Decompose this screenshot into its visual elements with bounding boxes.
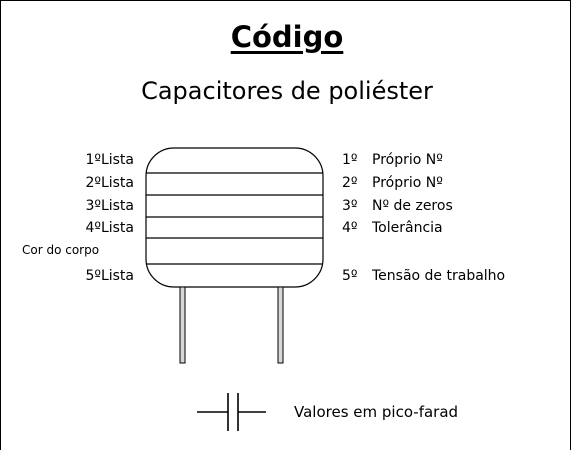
right-label-number: 4º [342, 220, 358, 236]
right-label-number: 1º [342, 152, 358, 168]
right-label-text: Tolerância [372, 220, 443, 236]
left-label-3: 3ºLista [85, 198, 134, 214]
left-label-4: 4ºLista [85, 220, 134, 236]
right-label-text: Tensão de trabalho [372, 268, 506, 284]
left-label-2: 2ºLista [85, 175, 134, 191]
right-label-4: 4º Tolerância [342, 220, 443, 236]
right-label-1: 1º Próprio Nº [342, 152, 443, 168]
right-label-text: Próprio Nº [372, 152, 443, 168]
capacitor-symbol-icon [197, 393, 266, 431]
right-label-2: 2º Próprio Nº [342, 175, 443, 191]
body-color-label: Cor do corpo [22, 243, 100, 257]
page-title: Código [230, 20, 344, 54]
right-label-3: 3º Nº de zeros [342, 198, 453, 214]
capacitor-lead-right [277, 286, 284, 364]
right-label-text: Próprio Nº [372, 175, 443, 191]
symbol-note: Valores em pico-farad [294, 403, 459, 421]
right-label-text: Nº de zeros [372, 198, 453, 214]
left-label-1: 1ºLista [85, 152, 134, 168]
right-label-number: 5º [342, 268, 358, 284]
right-label-number: 2º [342, 175, 358, 191]
right-label-5: 5º Tensão de trabalho [342, 268, 505, 284]
capacitor-lead-left [179, 286, 186, 364]
left-label-5: 5ºLista [85, 268, 134, 284]
page-subtitle: Capacitores de poliéster [141, 77, 433, 105]
right-label-number: 3º [342, 198, 358, 214]
